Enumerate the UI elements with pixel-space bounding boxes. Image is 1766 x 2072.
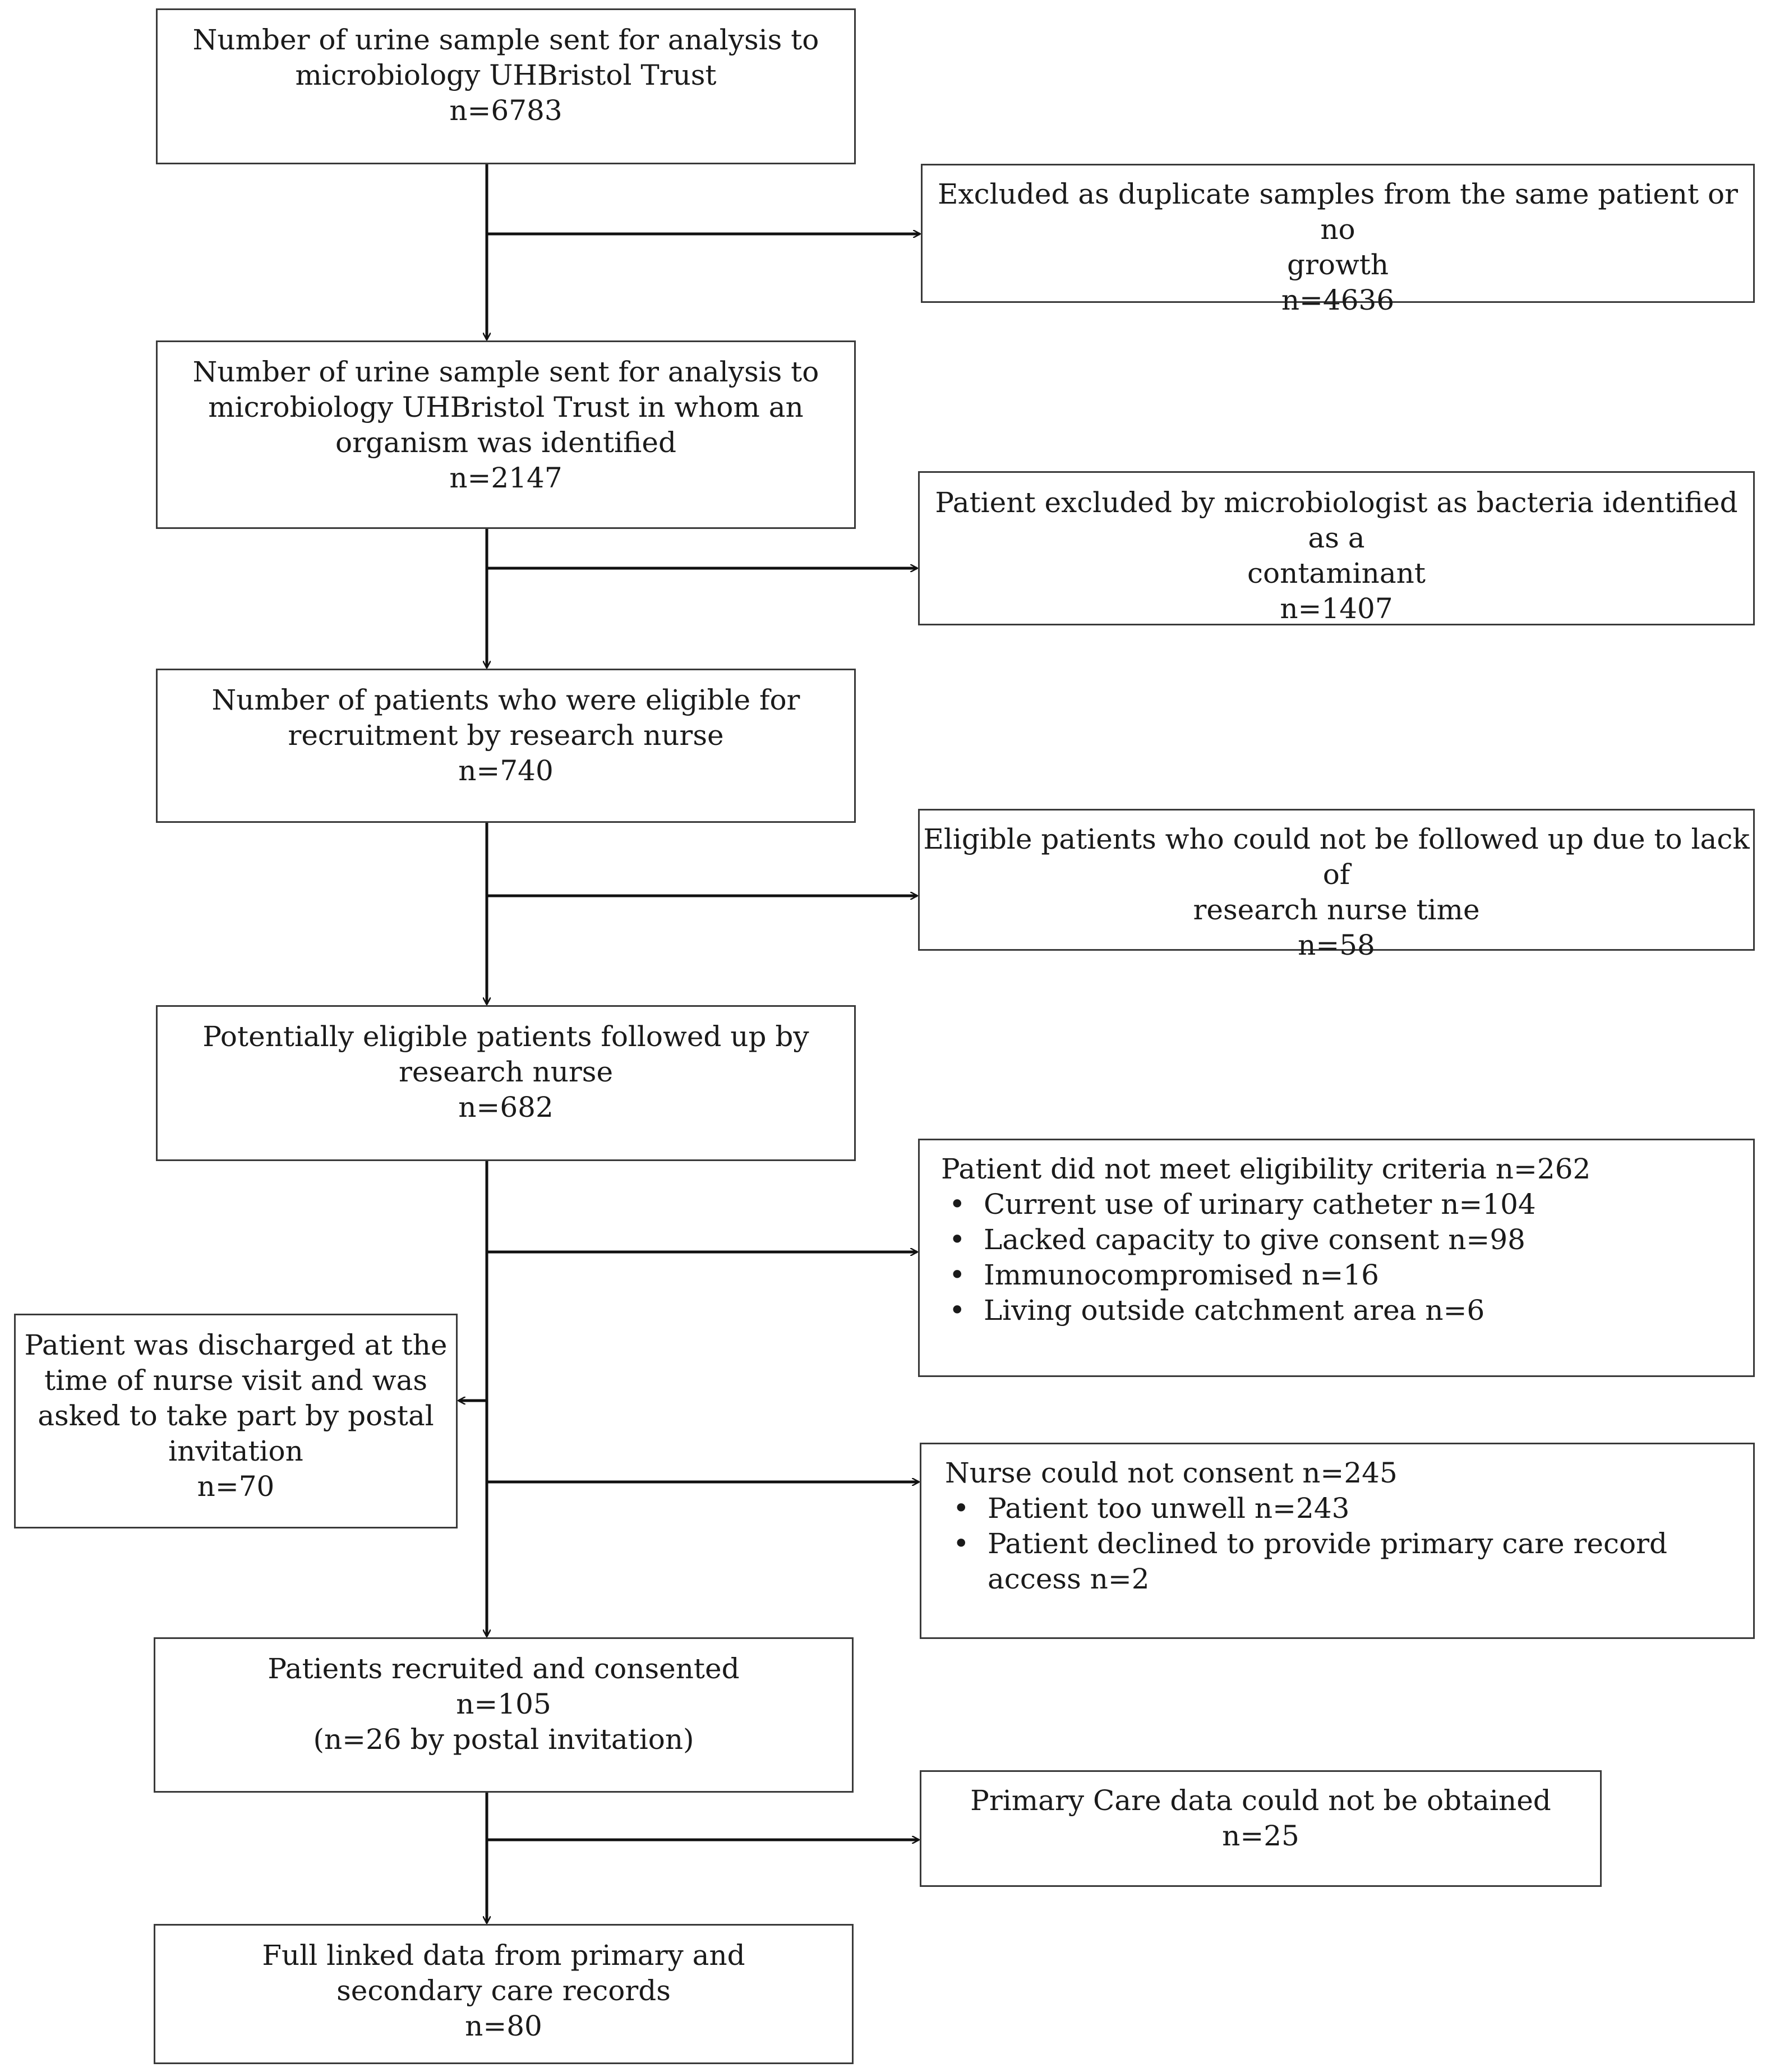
box-eligible-patients: Number of patients who were eligible for… — [156, 669, 856, 823]
box-line: Number of urine sample sent for analysis… — [192, 356, 819, 388]
box-excluded-contaminant: Patient excluded by microbiologist as ba… — [918, 471, 1755, 625]
box-line: secondary care records — [336, 1974, 671, 2007]
box-line: recruitment by research nurse — [288, 719, 724, 752]
box-discharged-postal: Patient was discharged at the time of nu… — [14, 1314, 458, 1528]
box-count: n=4636 — [1281, 284, 1395, 316]
box-line: Patient excluded by microbiologist as ba… — [935, 486, 1738, 554]
box-count: n=25 — [1222, 1820, 1299, 1852]
box-excluded-duplicates: Excluded as duplicate samples from the s… — [921, 164, 1755, 316]
box-line: Primary Care data could not be obtained — [970, 1784, 1551, 1817]
box-not-followed-up: Eligible patients who could not be follo… — [918, 809, 1755, 961]
box-line: Patients recruited and consented — [268, 1652, 740, 1685]
box-line: (n=26 by postal invitation) — [313, 1723, 694, 1756]
box-count: n=80 — [465, 2010, 542, 2042]
box-count: n=6783 — [449, 94, 562, 127]
box-not-eligible: Patient did not meet eligibility criteri… — [918, 1139, 1755, 1377]
box-count: n=2147 — [449, 462, 562, 494]
box-line: Full linked data from primary and — [262, 1939, 745, 1972]
box-full-linked-data: Full linked data from primary and second… — [154, 1924, 854, 2064]
list-item: Immunocompromised n=16 — [941, 1258, 1736, 1293]
box-primary-care-unobtainable: Primary Care data could not be obtained … — [920, 1770, 1602, 1887]
box-line: Eligible patients who could not be follo… — [923, 823, 1750, 891]
box-heading: Nurse could not consent n=245 — [945, 1457, 1398, 1489]
box-line: microbiology UHBristol Trust — [295, 59, 717, 91]
box-line: growth — [1287, 248, 1389, 281]
box-line: asked to take part by postal — [38, 1399, 434, 1432]
box-line: Potentially eligible patients followed u… — [202, 1020, 809, 1053]
box-urine-samples-sent: Number of urine sample sent for analysis… — [156, 8, 856, 164]
box-line: research nurse — [398, 1056, 614, 1088]
box-line: Number of urine sample sent for analysis… — [192, 24, 819, 56]
box-line: organism was identified — [335, 426, 676, 459]
box-line: Number of patients who were eligible for — [211, 684, 800, 716]
box-line: research nurse time — [1193, 894, 1480, 926]
list-item: Living outside catchment area n=6 — [941, 1293, 1736, 1328]
box-recruited-consented: Patients recruited and consented n=105 (… — [154, 1637, 854, 1793]
list-item: Lacked capacity to give consent n=98 — [941, 1222, 1736, 1258]
box-line: invitation — [168, 1435, 303, 1467]
box-count: n=58 — [1298, 929, 1375, 961]
box-line: time of nurse visit and was — [44, 1364, 427, 1397]
box-count: n=682 — [458, 1091, 554, 1124]
list-item: Patient declined to provide primary care… — [945, 1526, 1736, 1597]
reasons-list: Patient too unwell n=243 Patient decline… — [945, 1491, 1736, 1597]
box-line: contaminant — [1247, 557, 1426, 590]
list-item: Patient too unwell n=243 — [945, 1491, 1736, 1526]
box-followed-up: Potentially eligible patients followed u… — [156, 1005, 856, 1161]
box-count: n=740 — [458, 754, 554, 787]
box-line: Excluded as duplicate samples from the s… — [937, 178, 1738, 246]
box-heading: Patient did not meet eligibility criteri… — [941, 1153, 1591, 1185]
box-line: microbiology UHBristol Trust in whom an — [208, 391, 804, 423]
box-count: n=70 — [197, 1470, 275, 1503]
box-could-not-consent: Nurse could not consent n=245 Patient to… — [920, 1443, 1755, 1639]
criteria-list: Current use of urinary catheter n=104 La… — [941, 1187, 1736, 1328]
box-count: n=105 — [456, 1688, 551, 1720]
list-item: Current use of urinary catheter n=104 — [941, 1187, 1736, 1222]
box-line: Patient was discharged at the — [24, 1329, 448, 1361]
box-organism-identified: Number of urine sample sent for analysis… — [156, 340, 856, 529]
box-count: n=1407 — [1280, 592, 1393, 625]
